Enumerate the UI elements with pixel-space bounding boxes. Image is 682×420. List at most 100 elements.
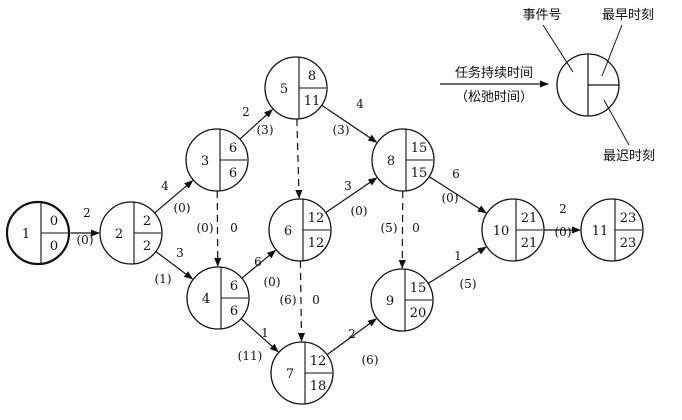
node-latest-time: 2 xyxy=(143,239,151,254)
edge-line xyxy=(321,104,378,143)
node-latest-time: 23 xyxy=(620,236,637,251)
legend-event-leader xyxy=(542,24,574,73)
node-latest-time: 20 xyxy=(410,306,427,321)
legend-latest-leader xyxy=(603,99,630,146)
edge-duration: 4 xyxy=(161,179,169,193)
edge-6-8: 3 (0) xyxy=(325,177,378,218)
node-latest-time: 6 xyxy=(229,166,237,181)
edge-slack: (0) xyxy=(174,201,191,215)
legend-earliest-leader xyxy=(601,24,623,77)
edge-7-9: 2 (6) xyxy=(326,318,379,367)
node-event-number: 1 xyxy=(22,227,30,242)
node-event-number: 9 xyxy=(386,294,394,309)
node-latest-time: 11 xyxy=(304,94,321,109)
node-latest-time: 0 xyxy=(50,239,58,254)
edge-duration: 0 xyxy=(312,293,320,307)
edge-2-3: 4 (0) xyxy=(154,179,194,215)
edge-line xyxy=(326,318,377,356)
node-event-number: 3 xyxy=(201,154,209,169)
edge-duration: 4 xyxy=(356,97,364,111)
node-7: 7 12 18 xyxy=(270,341,334,405)
edge-duration: 2 xyxy=(242,105,250,119)
edge-slack: (3) xyxy=(257,123,274,137)
edge-line xyxy=(214,190,222,267)
node-circle xyxy=(268,198,332,262)
edge-slack: (0) xyxy=(264,275,281,289)
node-latest-time: 21 xyxy=(521,236,538,251)
edge-line xyxy=(240,318,279,353)
edge-line xyxy=(241,249,277,279)
node-circle xyxy=(185,128,249,192)
edge-line xyxy=(154,180,194,214)
edge-duration: 3 xyxy=(344,179,352,193)
node-earliest-time: 12 xyxy=(308,211,325,226)
node-circle xyxy=(481,198,545,262)
legend-earliest-label: 最早时刻 xyxy=(602,8,654,23)
node-circle xyxy=(580,198,644,262)
edge-slack: (1) xyxy=(155,272,172,286)
node-earliest-time: 21 xyxy=(521,211,538,226)
node-circle xyxy=(5,200,71,266)
edge-slack: (0) xyxy=(442,191,459,205)
edge-line xyxy=(325,177,378,214)
edge-line xyxy=(398,190,406,269)
node-event-number: 8 xyxy=(387,154,395,169)
node-earliest-time: 6 xyxy=(229,141,237,156)
node-earliest-time: 15 xyxy=(411,141,428,156)
edge-slack: (5) xyxy=(460,277,477,291)
node-latest-time: 15 xyxy=(411,166,428,181)
node-circle xyxy=(186,266,250,330)
edge-8-10: 6(0) xyxy=(428,167,487,214)
node-earliest-time: 2 xyxy=(143,214,151,229)
edge-slack: (0) xyxy=(351,204,368,218)
edge-line xyxy=(428,176,487,214)
edge-slack: (0) xyxy=(197,221,214,235)
edge-8-9: 0(5) xyxy=(381,190,420,269)
node-event-number: 6 xyxy=(284,224,292,239)
node-4: 466 xyxy=(186,266,250,330)
edge-duration: 1 xyxy=(261,326,269,340)
legend-duration-label: 任务持续时间 xyxy=(455,65,533,81)
node-3: 3 6 6 xyxy=(185,128,249,192)
node-5: 5 8 11 xyxy=(264,56,328,120)
edge-4-7: 1 (11) xyxy=(238,318,279,363)
edge-duration: 6 xyxy=(254,255,262,269)
edge-4-6: 6(0) xyxy=(241,249,281,289)
node-event-number: 4 xyxy=(202,292,210,307)
node-event-number: 5 xyxy=(280,82,288,97)
node-event-number: 11 xyxy=(592,224,609,239)
node-earliest-time: 8 xyxy=(308,69,316,84)
node-event-number: 2 xyxy=(115,227,123,242)
edge-line xyxy=(297,260,306,342)
legend-event-label: 事件号 xyxy=(522,8,561,23)
node-2: 2 2 2 xyxy=(99,201,163,265)
edge-slack: (0) xyxy=(77,233,94,247)
node-circle xyxy=(370,268,434,332)
node-circle xyxy=(264,56,328,120)
node-earliest-time: 0 xyxy=(50,214,58,229)
edge-duration: 2 xyxy=(83,206,91,220)
node-1: 1 0 0 xyxy=(5,200,71,266)
edge-1-2: 2 (0) xyxy=(70,206,100,247)
node-event-number: 7 xyxy=(286,367,294,382)
edge-slack: (6) xyxy=(362,353,379,367)
edge-9-10: 1(5) xyxy=(427,246,487,291)
node-8: 8 15 15 xyxy=(371,128,435,192)
edges-layer: 2(0)4(0)3(1)2(3)0(0)6(0)1(11)4(3)3(0)0(6… xyxy=(70,97,581,367)
node-earliest-time: 12 xyxy=(310,354,327,369)
node-circle xyxy=(371,128,435,192)
node-circle xyxy=(270,341,334,405)
node-latest-time: 6 xyxy=(230,304,238,319)
edge-duration: 3 xyxy=(176,246,184,260)
edge-6-7: 0(6) xyxy=(280,260,320,342)
edge-duration: 2 xyxy=(348,327,356,341)
legend-slack-label: （松弛时间） xyxy=(455,90,533,105)
edge-slack: (11) xyxy=(238,349,263,363)
edge-line xyxy=(239,108,274,140)
node-latest-time: 18 xyxy=(310,379,327,394)
